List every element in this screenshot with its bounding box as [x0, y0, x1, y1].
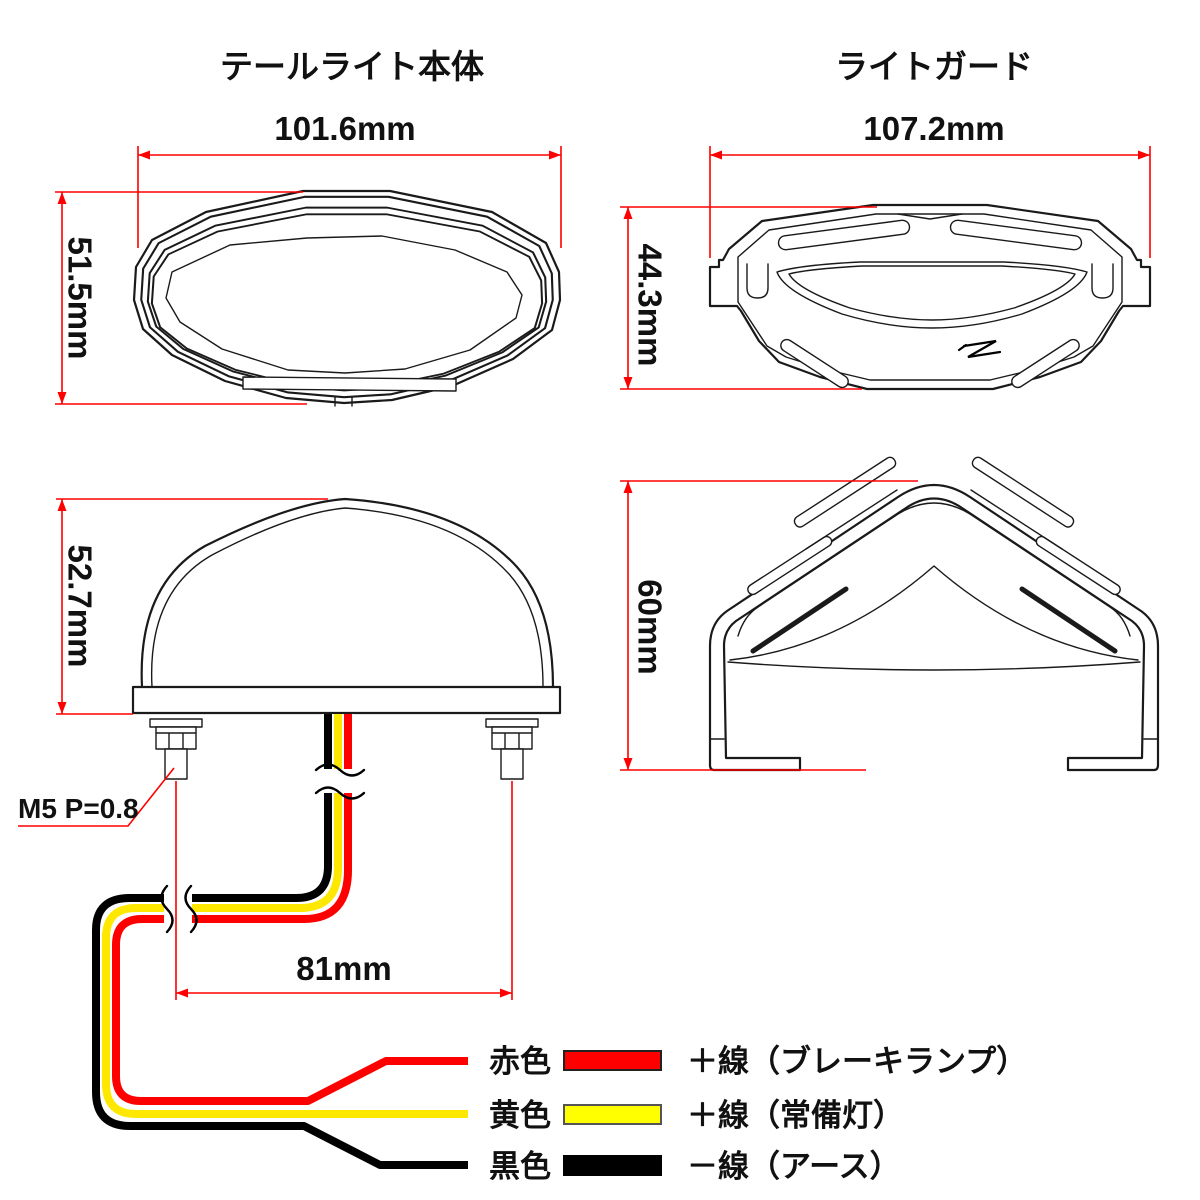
bolt-nut — [491, 726, 533, 750]
side-slot-lower — [747, 535, 833, 596]
dim-guard-height-value: 44.3mm — [631, 244, 668, 367]
light-guard-front-outline — [708, 203, 1152, 391]
light-guard-center-opening-outer — [776, 261, 1088, 329]
tail-light-bottom-strip — [242, 376, 457, 392]
side-slot-thin-edge — [805, 489, 898, 550]
light-guard-side-through-curve — [729, 565, 1139, 661]
dimension-lines — [18, 146, 1151, 1000]
wire-legend: 赤色 ＋線（ブレーキランプ） 黄色 ＋線（常備灯） 黒色 －線（アース） — [489, 1044, 1027, 1184]
legend-swatch-black — [563, 1155, 662, 1176]
tail-light-side-view — [131, 497, 562, 780]
legend-row-black: 黒色 －線（アース） — [489, 1149, 901, 1184]
tail-light-dome-outer — [140, 497, 555, 689]
side-slot-upper — [793, 456, 897, 528]
light-guard-top-ridge — [897, 213, 963, 220]
light-guard-side-left-details — [709, 456, 898, 740]
light-guard-front-view — [708, 203, 1152, 391]
dim-guard-side-height-value: 60mm — [631, 579, 668, 674]
bolt-washer — [485, 718, 539, 728]
side-slot-shadow-edge — [750, 586, 849, 654]
light-guard-side-right-details — [971, 455, 1158, 739]
dim-guard-width-value: 107.2mm — [863, 110, 1004, 147]
legend-color-name: 黄色 — [489, 1098, 551, 1133]
mount-bolt-right — [485, 718, 539, 780]
light-guard-front-left-details — [746, 219, 911, 389]
dim-bolt-spacing-lines — [175, 781, 513, 1000]
light-guard-side-bottom-curve — [727, 661, 1141, 671]
tail-light-bottom-tab — [334, 396, 353, 407]
dim-tail-width-value: 101.6mm — [274, 110, 415, 147]
bolt-nut-facets — [491, 732, 533, 750]
tail-light-dome-inner — [150, 507, 544, 688]
bolt-washer — [149, 718, 203, 728]
dim-tail-width-lines — [137, 146, 562, 248]
wire-break-vertical — [314, 763, 366, 800]
light-guard-front-inner-outline — [737, 213, 1123, 381]
wire-yellow — [102, 714, 468, 1118]
tail-light-front-outline — [132, 189, 562, 405]
bolt-stud — [500, 748, 524, 780]
light-guard-side-outline — [708, 483, 1160, 772]
tail-light-front-view — [132, 189, 562, 407]
wire-red — [112, 714, 468, 1105]
legend-color-name: 黒色 — [489, 1149, 551, 1184]
bolt-thread-leader-line — [18, 767, 175, 827]
legend-function: ＋線（常備灯） — [687, 1098, 904, 1133]
legend-function: －線（アース） — [687, 1149, 901, 1184]
light-guard-center-opening-inner — [788, 265, 1076, 321]
light-guard-title: ライトガード — [835, 48, 1033, 85]
tail-light-lens-opening — [165, 235, 523, 374]
legend-color-name: 赤色 — [489, 1044, 551, 1079]
dim-guard-side-height-lines — [620, 480, 918, 771]
light-guard-side-inner-chevron — [737, 502, 1131, 637]
wire-break-horizontal — [160, 884, 198, 934]
lower-wing-cutout — [780, 338, 849, 389]
tail-light-front-inner-line-1 — [140, 195, 554, 399]
wire-harness — [90, 714, 468, 1171]
tail-light-title: テールライト本体 — [220, 48, 484, 85]
legend-row-red: 赤色 ＋線（ブレーキランプ） — [489, 1044, 1027, 1079]
bolt-nut — [155, 726, 197, 750]
dim-guard-height-lines — [620, 206, 877, 390]
dimension-arrowheads — [57, 150, 1150, 998]
wire-black — [92, 714, 468, 1169]
light-guard-side-view — [708, 455, 1160, 772]
legend-function: ＋線（ブレーキランプ） — [687, 1044, 1027, 1079]
brand-logo — [957, 339, 1002, 359]
bolt-nut-facets — [155, 732, 197, 750]
dim-tail-side-height-lines — [56, 498, 328, 715]
light-guard-front-right-details — [948, 218, 1114, 391]
hook-slot — [746, 263, 769, 299]
legend-swatch-red — [563, 1050, 662, 1071]
legend-swatch-yellow — [563, 1104, 662, 1125]
mount-bolt-left — [149, 718, 203, 780]
dim-tail-side-height-value: 52.7mm — [61, 545, 98, 668]
tail-light-base-plate — [131, 685, 562, 715]
dim-guard-width-lines — [709, 146, 1151, 258]
dim-tail-height-value: 51.5mm — [61, 237, 98, 360]
bolt-thread-label: M5 P=0.8 — [18, 793, 139, 824]
upper-wing-cutout — [777, 219, 911, 251]
legend-row-yellow: 黄色 ＋線（常備灯） — [489, 1098, 904, 1133]
dim-bolt-spacing-value: 81mm — [296, 950, 391, 987]
dim-tail-height-lines — [55, 191, 307, 405]
